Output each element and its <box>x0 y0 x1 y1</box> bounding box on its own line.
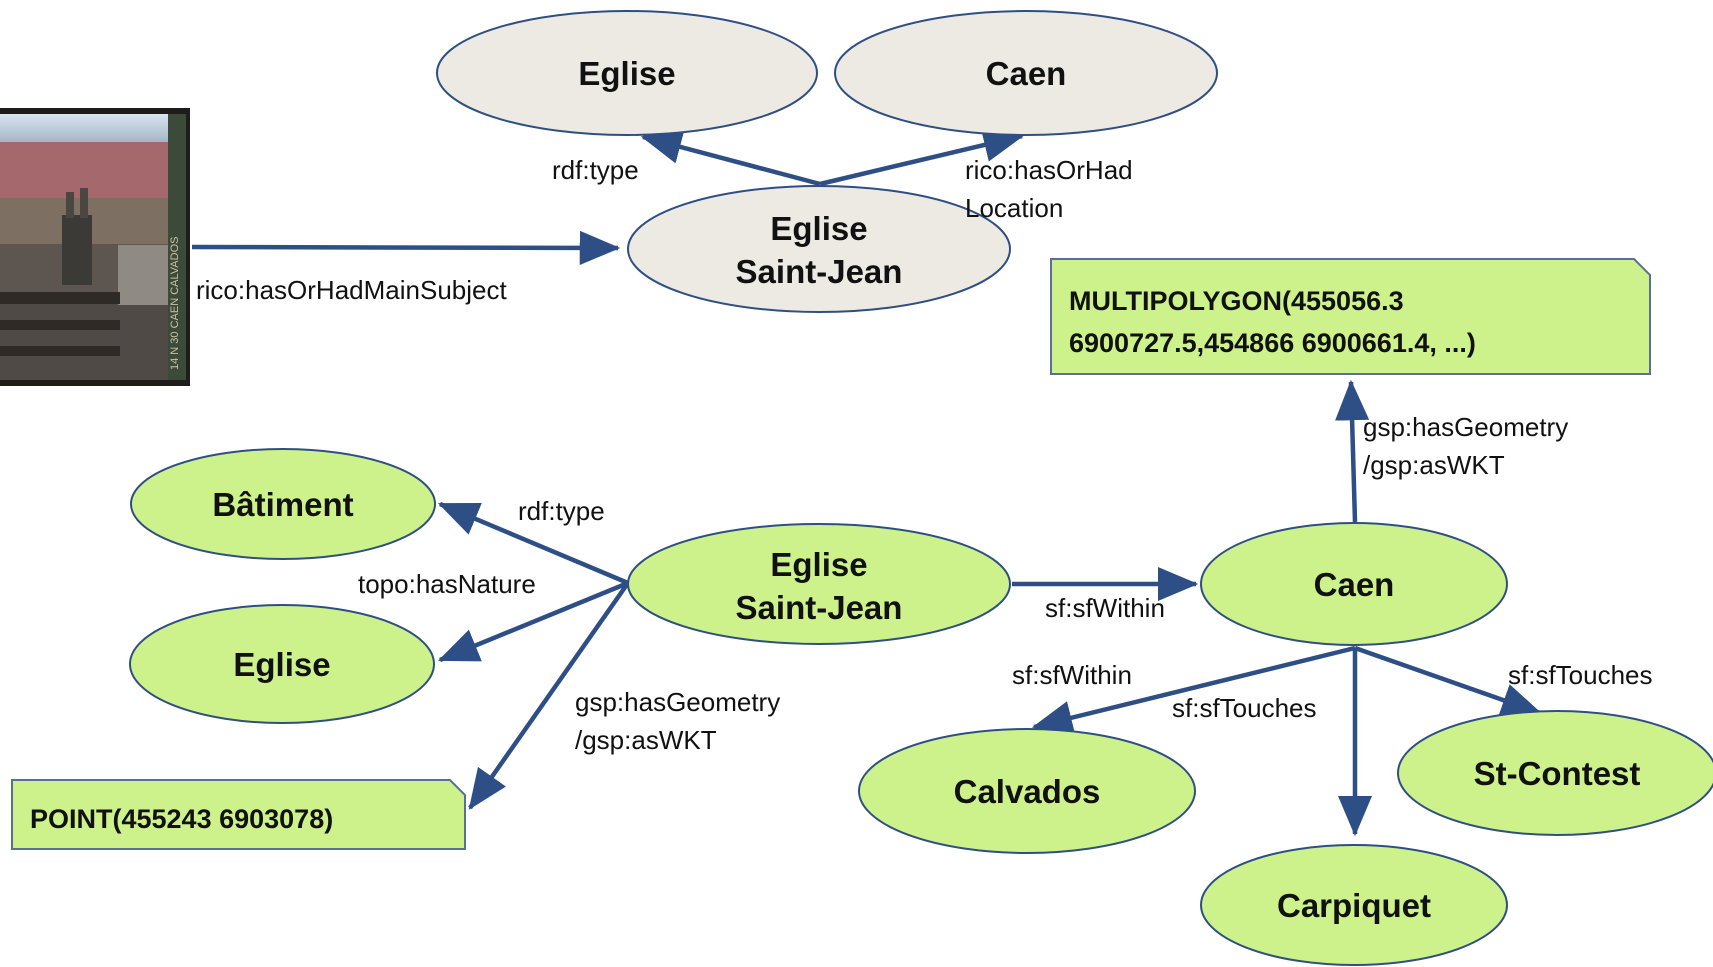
edge-label-touches-carpiquet: sf:sfTouches <box>1172 693 1317 723</box>
node-label-line1: Eglise <box>770 210 867 247</box>
node-carpiquet: Carpiquet <box>1200 844 1508 966</box>
bottom-graph-edges <box>437 379 1543 837</box>
edge-label-geometry-line1: gsp:hasGeometry <box>575 687 780 717</box>
node-label: Bâtiment <box>212 486 353 523</box>
edge-touches-st-contest <box>1354 645 1543 717</box>
literal-multipolygon: MULTIPOLYGON(455056.3 6900727.5,454866 6… <box>1050 258 1651 375</box>
edge-caen-geometry <box>1334 379 1370 523</box>
edge-label-main-subject: rico:hasOrHadMainSubject <box>196 275 507 305</box>
node-eglise-nature: Eglise <box>129 604 435 724</box>
literal-point: POINT(455243 6903078) <box>11 779 466 850</box>
edge-label-location-line2: Location <box>965 193 1063 223</box>
edge-main-subject <box>191 230 621 266</box>
photo-thumbnail: 14 N 30 CAEN CALVADOS <box>0 108 190 386</box>
node-label: Caen <box>986 55 1067 92</box>
node-caen-bottom: Caen <box>1200 522 1508 646</box>
node-eglise-class-top: Eglise <box>436 10 818 136</box>
node-label-line1: Eglise <box>770 546 867 583</box>
edge-top-type <box>640 130 821 187</box>
node-batiment: Bâtiment <box>130 448 436 560</box>
edge-label-within-caen: sf:sfWithin <box>1045 593 1165 623</box>
node-label: Carpiquet <box>1277 887 1431 924</box>
edge-label-nature: topo:hasNature <box>358 569 536 599</box>
edge-label-bottom-type: rdf:type <box>518 496 605 526</box>
node-caen-top: Caen <box>834 10 1218 136</box>
literal-line: POINT(455243 6903078) <box>30 804 333 834</box>
photo-side-text: 14 N 30 CAEN CALVADOS <box>169 237 181 370</box>
top-graph-edges <box>191 128 1025 266</box>
node-label: Eglise <box>233 646 330 683</box>
node-calvados: Calvados <box>858 728 1196 854</box>
edge-bottom-geometry <box>468 581 630 810</box>
edge-bottom-type <box>437 501 629 586</box>
edge-label-location-line1: rico:hasOrHad <box>965 155 1133 185</box>
edge-bottom-nature <box>437 580 629 663</box>
edge-within-calvados <box>1031 645 1356 735</box>
edge-top-location <box>819 128 1025 187</box>
node-st-contest: St-Contest <box>1397 710 1713 836</box>
node-eglise-saint-jean-top: Eglise Saint-Jean <box>627 185 1011 313</box>
edge-label-touches-st-contest: sf:sfTouches <box>1508 660 1653 690</box>
node-label-line2: Saint-Jean <box>736 253 903 290</box>
literal-line2: 6900727.5,454866 6900661.4, ...) <box>1069 328 1476 358</box>
edge-label-within-calvados: sf:sfWithin <box>1012 660 1132 690</box>
node-eglise-saint-jean-bottom: Eglise Saint-Jean <box>627 523 1011 645</box>
node-label: Eglise <box>578 55 675 92</box>
edge-label-top-type: rdf:type <box>552 155 639 185</box>
edge-label-geometry-line2: /gsp:asWKT <box>575 725 717 755</box>
literal-line1: MULTIPOLYGON(455056.3 <box>1069 286 1404 316</box>
node-label: Calvados <box>954 773 1101 810</box>
node-label: Caen <box>1314 566 1395 603</box>
node-label: St-Contest <box>1474 755 1641 792</box>
edge-label-caen-geometry-line2: /gsp:asWKT <box>1363 450 1505 480</box>
edge-label-caen-geometry-line1: gsp:hasGeometry <box>1363 412 1568 442</box>
node-label-line2: Saint-Jean <box>736 589 903 626</box>
